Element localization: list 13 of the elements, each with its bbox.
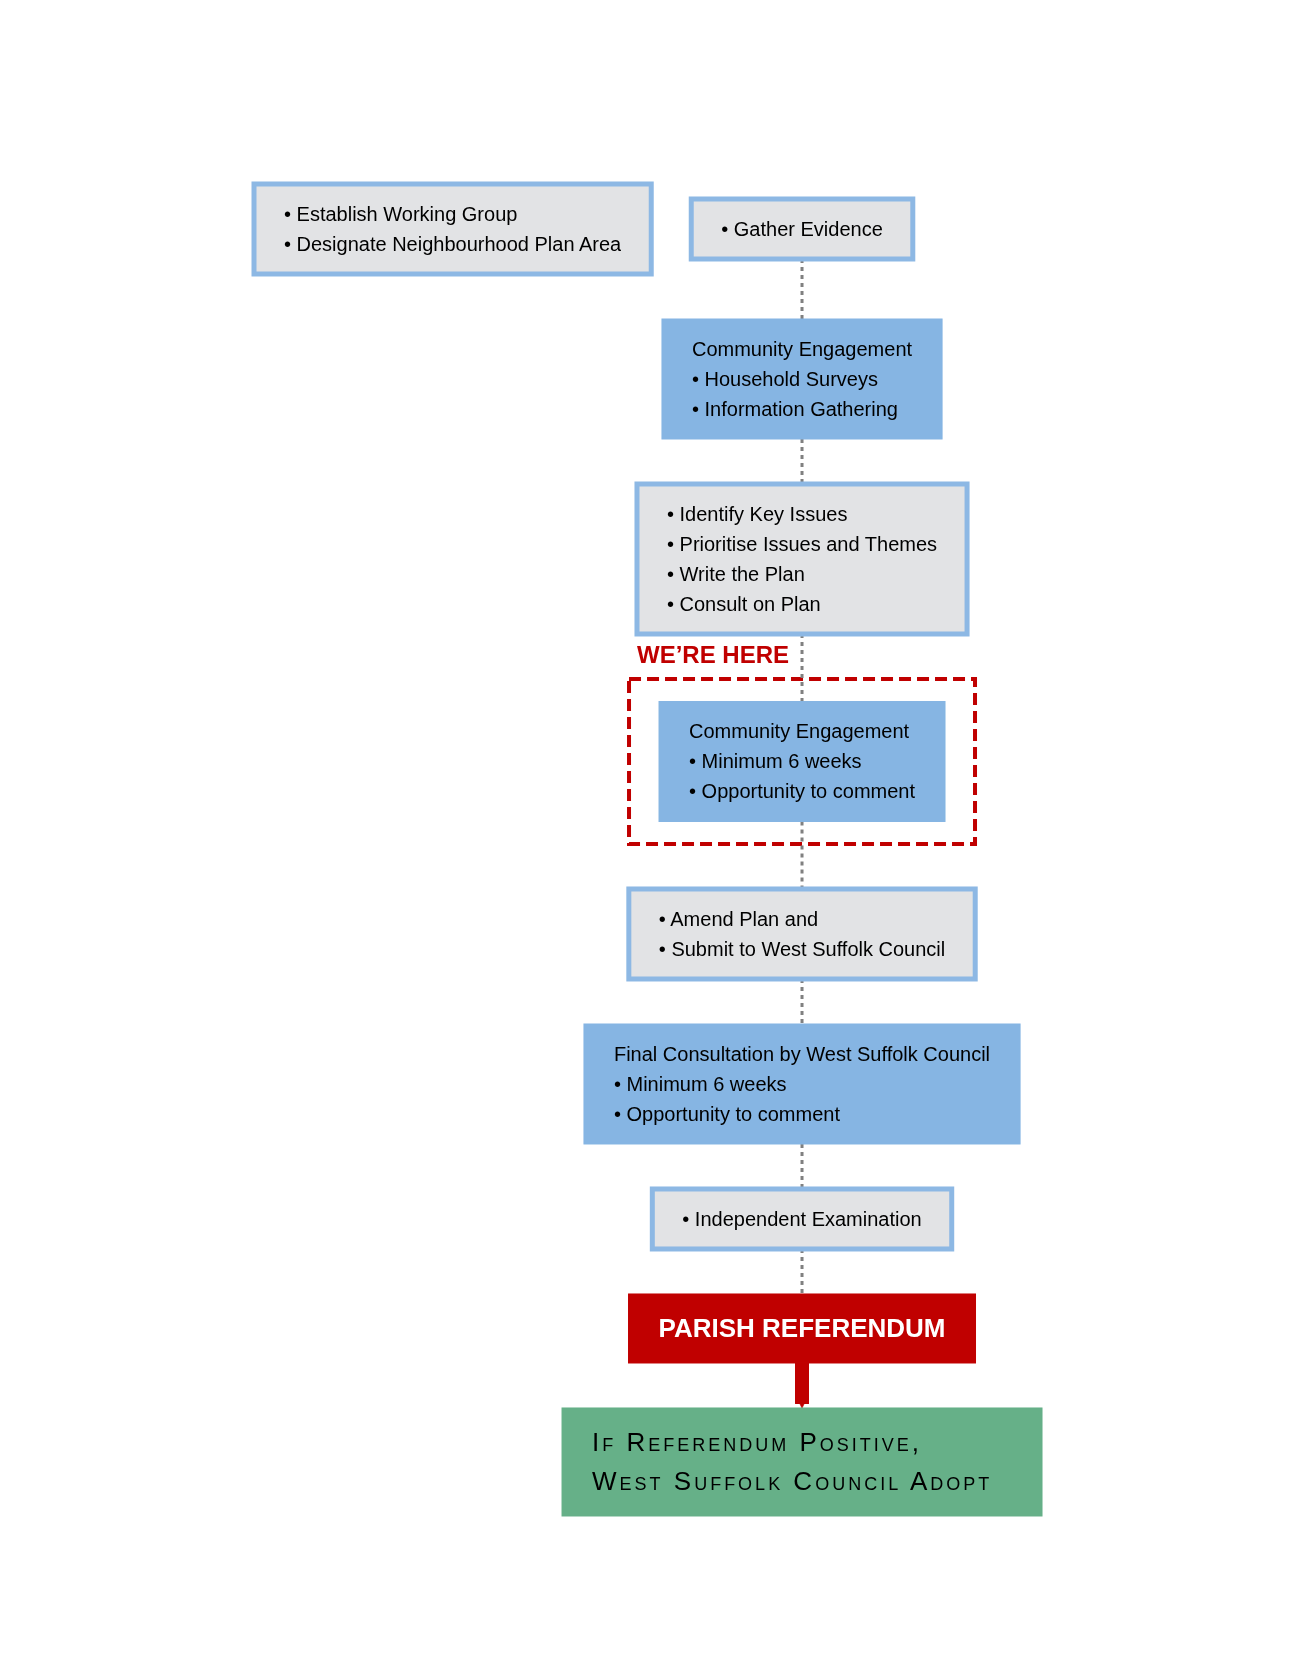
node-box: • Gather Evidence — [688, 196, 916, 261]
node-box: Community Engagement • Minimum 6 weeks • Opportunity to comment — [658, 700, 946, 822]
node-box: Community Engagement • Household Surveys • Information Gathering — [661, 318, 943, 439]
node-label: WE’RE HERE — [637, 640, 790, 668]
node-box: • Independent Examination — [649, 1186, 955, 1251]
cluster — [627, 676, 977, 846]
node-box: • Amend Plan and • Submit to West Suffolk Council — [626, 886, 978, 981]
node-box: Final Consultation by West Suffolk Council • Minimum 6 weeks • Opportunity to comment — [583, 1023, 1021, 1144]
node-box: • Identify Key Issues • Prioritise Issues and Themes • Write the Plan • Consult on Plan — [634, 481, 970, 636]
node-box: If Referendum Positive, West Suffolk Council Adopt — [561, 1407, 1043, 1516]
node-box: • Establish Working Group • Designate Neighbourhood Plan Area — [251, 181, 654, 276]
node-box: PARISH REFERENDUM — [628, 1293, 976, 1363]
arrow — [795, 1362, 809, 1408]
